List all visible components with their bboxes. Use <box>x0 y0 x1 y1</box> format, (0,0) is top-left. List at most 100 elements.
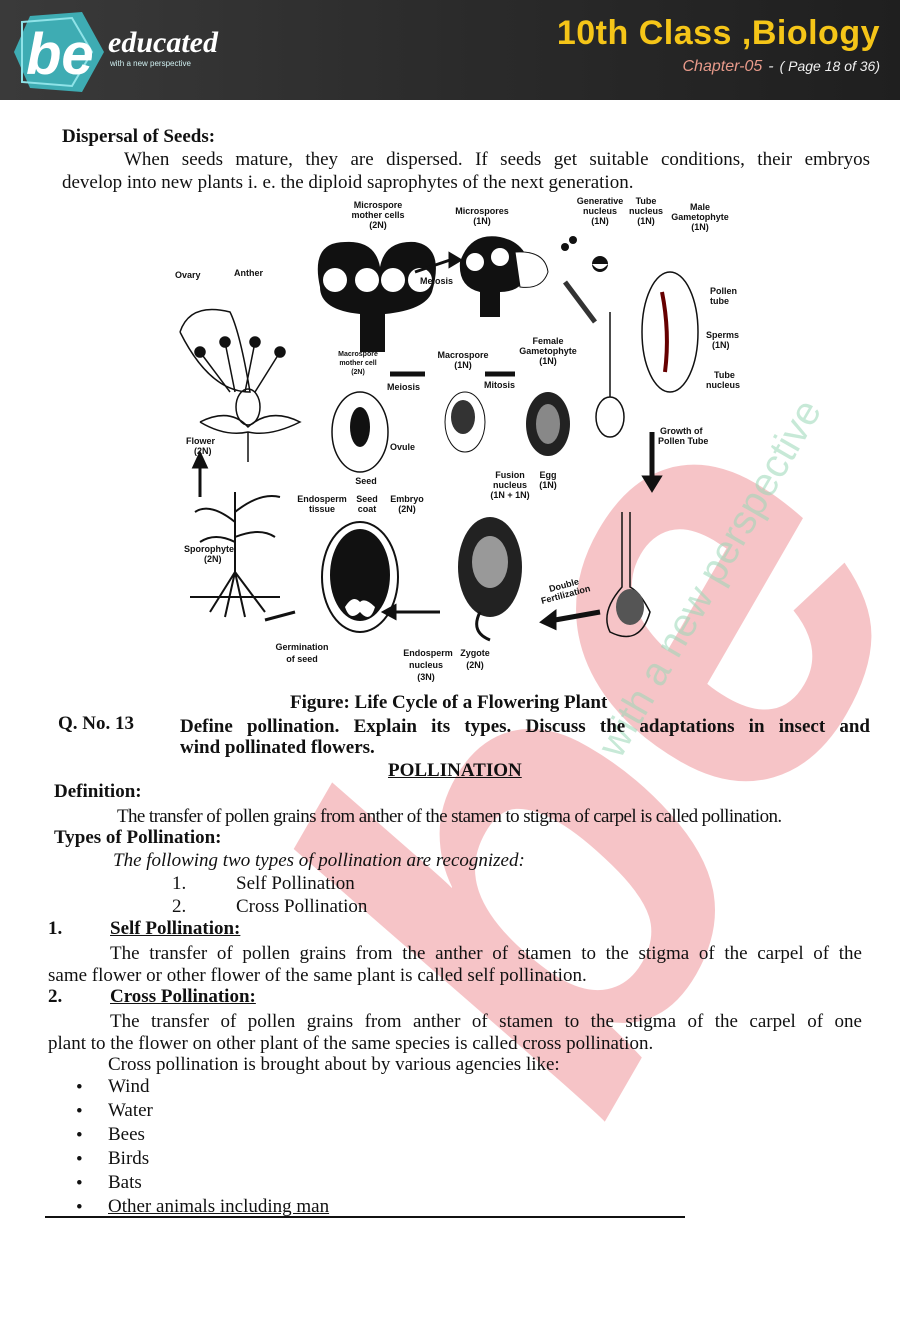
label-mitosis: Mitosis <box>484 380 515 390</box>
label-microspores-2: (1N) <box>473 216 491 226</box>
label-flower-1: Flower <box>186 436 216 446</box>
self-heading: Self Pollination: <box>110 918 241 939</box>
list-item: • <box>76 1077 83 1098</box>
label-female-gam-1: Female <box>532 336 563 346</box>
label-flower-2: (2N) <box>194 446 212 456</box>
label-female-gam-2: Gametophyte <box>519 346 577 356</box>
cross-line3: Cross pollination is brought about by va… <box>108 1054 560 1075</box>
label-endosperm-nucleus-1: Endosperm <box>403 648 453 658</box>
label-seed-coat-1: Seed <box>356 494 378 504</box>
life-cycle-figure: Microspore mother cells (2N) Microspores… <box>175 196 740 682</box>
label-zygote-1: Zygote <box>460 648 490 658</box>
self-line2: same flower or other flower of the same … <box>48 965 587 986</box>
label-meiosis-mid: Meiosis <box>387 382 420 392</box>
label-fusion-3: (1N + 1N) <box>490 490 529 500</box>
label-pollen-tube-2: tube <box>710 296 729 306</box>
dispersal-para-line1: When seeds mature, they are dispersed. I… <box>124 149 870 170</box>
page-header: be educated with a new perspective 10th … <box>0 0 900 100</box>
label-tube-nucleus-2: nucleus <box>706 380 740 390</box>
seed-drawing <box>321 521 399 633</box>
self-line1: The transfer of pollen grains from the a… <box>110 943 862 964</box>
ovule-drawings <box>331 391 570 473</box>
label-sperms-2: (1N) <box>712 340 730 350</box>
flower-drawing <box>179 308 302 462</box>
label-embryo-1: Embryo <box>390 494 424 504</box>
question-number: Q. No. 13 <box>58 713 134 734</box>
label-endosperm-nucleus-3: (3N) <box>417 672 435 682</box>
label-endosperm-tissue-2: tissue <box>309 504 335 514</box>
label-macro-mother-1: Macrospore <box>338 351 378 358</box>
cross-line1: The transfer of pollen grains from anthe… <box>110 1011 862 1032</box>
question-line1: Define pollination. Explain its types. D… <box>180 716 870 737</box>
label-generative-2: nucleus <box>583 206 617 216</box>
type-1-num: 1. <box>172 873 187 894</box>
logo-be-text: be <box>26 22 94 87</box>
cross-heading: Cross Pollination: <box>110 986 256 1007</box>
microspores-drawing <box>459 236 549 317</box>
label-seed-coat-2: coat <box>358 504 377 514</box>
list-item: • <box>76 1149 83 1170</box>
list-item: • <box>76 1197 83 1218</box>
label-macrospore-2: (1N) <box>454 360 472 370</box>
label-anther: Anther <box>234 268 263 278</box>
list-item-label: Bees <box>108 1124 145 1145</box>
pollen-grains <box>561 236 608 272</box>
header-title: 10th Class ,Biology <box>556 14 880 52</box>
list-item-label: Wind <box>108 1076 150 1097</box>
label-egg-1: Egg <box>540 470 557 480</box>
sporophyte-drawing <box>190 492 281 618</box>
label-sperms-1: Sperms <box>706 330 739 340</box>
label-germination-1: Germination <box>275 642 328 652</box>
label-growth-1: Growth of <box>660 426 703 436</box>
bottom-divider <box>45 1216 685 1218</box>
label-male-gam-2: Gametophyte <box>671 212 729 222</box>
label-male-gam-1: Male <box>690 202 710 212</box>
pollen-tube-drawing <box>595 271 699 438</box>
type-2-num: 2. <box>172 896 187 917</box>
header-subtitle: Chapter-05-( Page 18 of 36) <box>683 58 881 76</box>
type-1-label: Self Pollination <box>236 873 355 894</box>
types-heading: Types of Pollination: <box>54 827 222 848</box>
cross-line2: plant to the flower on other plant of th… <box>48 1033 654 1054</box>
beeducated-logo: be educated with a new perspective <box>14 12 219 92</box>
dispersal-para-line2: develop into new plants i. e. the diploi… <box>62 172 634 193</box>
label-microspore-mother-1: Microspore <box>354 200 403 210</box>
label-microspores-1: Microspores <box>455 206 509 216</box>
label-macro-mother-3: (2N) <box>351 369 365 376</box>
label-macrospore-1: Macrospore <box>437 350 488 360</box>
label-zygote-2: (2N) <box>466 660 484 670</box>
label-tube-3: (1N) <box>637 216 655 226</box>
label-endosperm-nucleus-2: nucleus <box>409 660 443 670</box>
label-tube-2: nucleus <box>629 206 663 216</box>
label-sporophyte-2: (2N) <box>204 554 222 564</box>
chapter-label: Chapter-05 <box>682 58 763 75</box>
label-tube-1: Tube <box>636 196 657 206</box>
label-generative-1: Generative <box>577 196 624 206</box>
label-pollen-tube-1: Pollen <box>710 286 737 296</box>
list-item-label: Bats <box>108 1172 142 1193</box>
list-item-label: Other animals including man <box>108 1196 330 1217</box>
definition-text: The transfer of pollen grains from anthe… <box>117 806 782 827</box>
figure-caption: Figure: Life Cycle of a Flowering Plant <box>290 692 608 713</box>
label-egg-2: (1N) <box>539 480 557 490</box>
label-ovary: Ovary <box>175 270 201 280</box>
label-endosperm-tissue-1: Endosperm <box>297 494 347 504</box>
label-growth-2: Pollen Tube <box>658 436 708 446</box>
definition-heading: Definition: <box>54 781 142 802</box>
label-seed: Seed <box>355 476 377 486</box>
growth-pollen-tube-drawing <box>606 512 651 638</box>
anther-cross-section <box>317 241 436 352</box>
types-intro: The following two types of pollination a… <box>113 850 525 871</box>
cycle-arrows <box>191 251 663 631</box>
zygote-drawing <box>458 517 522 642</box>
label-female-gam-3: (1N) <box>539 356 557 366</box>
cross-num: 2. <box>48 986 63 1007</box>
label-fusion-2: nucleus <box>493 480 527 490</box>
list-item: • <box>76 1101 83 1122</box>
list-item-label: Birds <box>108 1148 150 1169</box>
logo-tagline-text: with a new perspective <box>109 59 191 68</box>
figure-labels: Microspore mother cells (2N) Microspores… <box>175 196 740 682</box>
list-item: • <box>76 1173 83 1194</box>
label-ovule: Ovule <box>390 442 415 452</box>
